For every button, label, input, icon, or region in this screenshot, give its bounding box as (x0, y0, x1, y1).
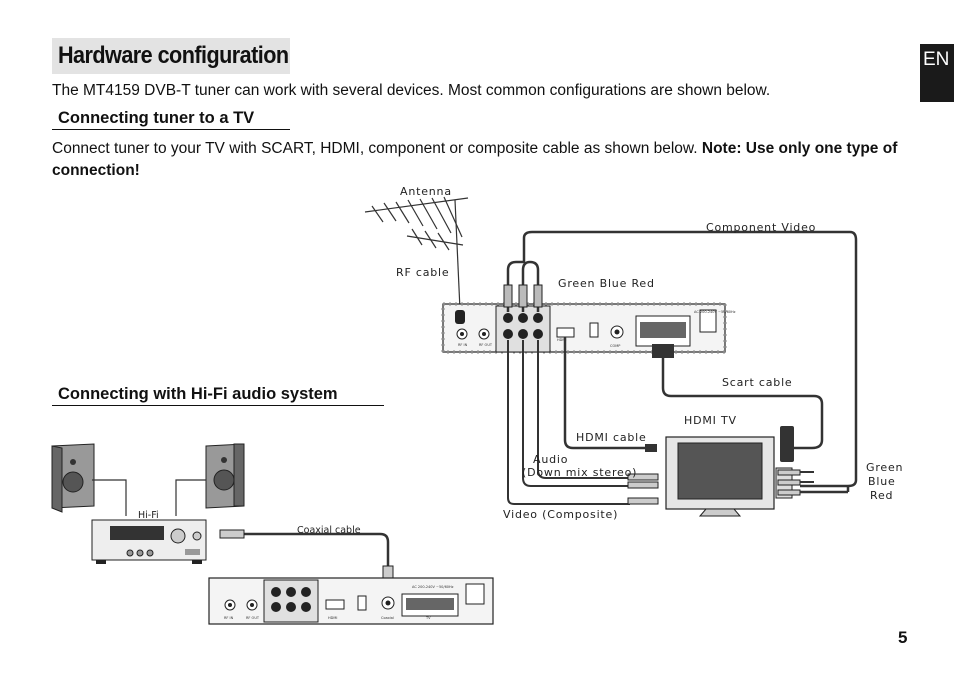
speaker-wires (92, 479, 206, 516)
rf-cable-label: RF cable (396, 266, 449, 279)
bottom-power-label: AC 200-240V ~50/60Hz (412, 585, 454, 589)
hifi-receiver-icon (91, 519, 207, 564)
audio-composite-cables (507, 340, 630, 505)
hdmi-cable-label: HDMI cable (576, 431, 647, 444)
blue-label: Blue (868, 475, 896, 488)
scart-plug-icon (652, 344, 674, 358)
speaker-right-icon (205, 443, 245, 509)
hdmi-port-label: HDMI (557, 338, 566, 342)
rf-in-label: RF IN (458, 343, 468, 347)
tv-instructions: Connect tuner to your TV with SCART, HDM… (52, 138, 922, 182)
rf-out-label: RF OUT (479, 343, 493, 347)
bottom-tv-label: TV (425, 616, 431, 620)
hdmi-tv-label: HDMI TV (684, 414, 737, 427)
hdmi-plug-icon (645, 444, 657, 452)
tv-instructions-note: Note: Use only one type of connection! (52, 140, 898, 179)
green-label: Green (866, 461, 903, 474)
tv-icon (665, 436, 793, 517)
green-blue-red-label: Green Blue Red (558, 277, 655, 290)
component-video-label: Component Video (706, 221, 816, 234)
audio-label: Audio (533, 453, 568, 466)
tuner-box-bottom: RF IN RF OUT HDMI Coaxial TV AC 200-240V… (208, 577, 494, 625)
tuner-box-top: RF IN RF OUT HDMI COMP AC 200-240V ~50/6… (441, 302, 736, 354)
heading-connecting-hifi: Connecting with Hi-Fi audio system (52, 385, 384, 406)
rca-plugs-icon (627, 473, 659, 505)
tv-instructions-text: Connect tuner to your TV with SCART, HDM… (52, 140, 702, 157)
bottom-coaxial-label: Coaxial (381, 616, 394, 620)
scart-plug-tv-icon (780, 426, 794, 462)
language-tab: EN (920, 44, 954, 102)
component-plugs-icon (503, 284, 543, 308)
intro-text: The MT4159 DVB-T tuner can work with sev… (52, 82, 771, 99)
speaker-left-icon (51, 443, 95, 513)
power-label: AC 200-240V ~50/60Hz (694, 310, 736, 314)
coaxial-cable-label: Coaxial cable (297, 525, 361, 536)
hdmi-cable (563, 337, 646, 450)
down-mix-label: (Down mix stereo) (522, 466, 637, 479)
tv-component-leads (800, 471, 814, 493)
tv-rca-plugs-icon (777, 469, 801, 496)
bottom-hdmi-label: HDMI (328, 616, 337, 620)
page-number: 5 (898, 628, 908, 647)
red-label: Red (870, 489, 893, 502)
antenna-label: Antenna (400, 185, 452, 198)
heading-connecting-tv: Connecting tuner to a TV (52, 109, 290, 130)
video-composite-label: Video (Composite) (503, 508, 618, 521)
bottom-rf-in-label: RF IN (224, 616, 234, 620)
coax-plug-left-icon (219, 529, 245, 539)
page-title: Hardware configuration (58, 42, 289, 69)
title-box (52, 38, 290, 74)
coaxial-cable (240, 532, 390, 580)
bottom-rf-out-label: RF OUT (246, 616, 260, 620)
scart-cable (661, 352, 824, 450)
antenna-icon (364, 196, 469, 311)
comp-port-label: COMP (610, 344, 620, 348)
scart-cable-label: Scart cable (722, 376, 793, 389)
hifi-label: Hi-Fi (138, 510, 159, 521)
